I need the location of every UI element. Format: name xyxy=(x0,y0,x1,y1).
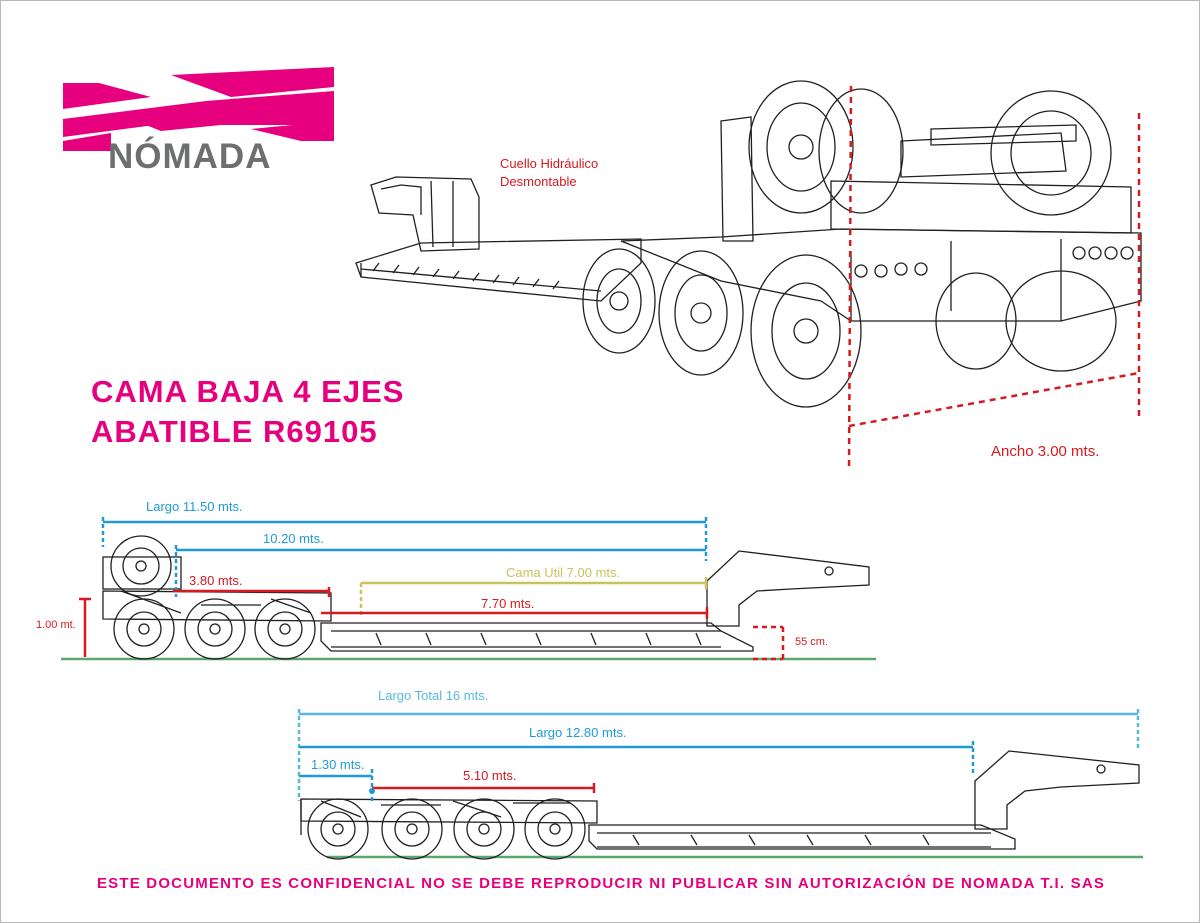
brand-name: NÓMADA xyxy=(108,137,272,176)
neck-callout-line-1: Cuello Hidráulico xyxy=(500,156,599,171)
height-label: 1.00 mt. xyxy=(36,619,76,631)
width-dimension-lines xyxy=(847,85,1141,472)
extended-view-dimensions xyxy=(297,709,1140,801)
side-view-dimensions xyxy=(79,517,785,661)
useful-bed-label: Cama Util 7.00 mts. xyxy=(506,565,621,580)
extended-length-3-label: 5.10 mts. xyxy=(463,768,517,783)
extended-total-length-label: Largo Total 16 mts. xyxy=(378,688,489,703)
trailer-perspective-drawing xyxy=(355,80,1142,408)
extended-view-trailer xyxy=(300,750,1143,860)
title-line-2: ABATIBLE R69105 xyxy=(91,414,378,449)
width-label: Ancho 3.00 mts. xyxy=(991,443,1100,460)
extended-length-2-label: 1.30 mts. xyxy=(311,757,365,772)
deck-height-label: 55 cm. xyxy=(795,636,829,648)
logo-mark xyxy=(63,67,334,151)
side-view-trailer xyxy=(61,535,876,661)
side-length-3-label: 3.80 mts. xyxy=(189,573,243,588)
bed-length-label: 7.70 mts. xyxy=(481,596,535,611)
title-line-1: CAMA BAJA 4 EJES xyxy=(91,374,405,409)
extended-length-label: Largo 12.80 mts. xyxy=(529,725,627,740)
neck-callout-line-2: Desmontable xyxy=(500,174,577,189)
side-length-2-label: 10.20 mts. xyxy=(263,531,324,546)
confidentiality-footer: ESTE DOCUMENTO ES CONFIDENCIAL NO SE DEB… xyxy=(96,875,1106,892)
side-total-length-label: Largo 11.50 mts. xyxy=(146,499,243,514)
